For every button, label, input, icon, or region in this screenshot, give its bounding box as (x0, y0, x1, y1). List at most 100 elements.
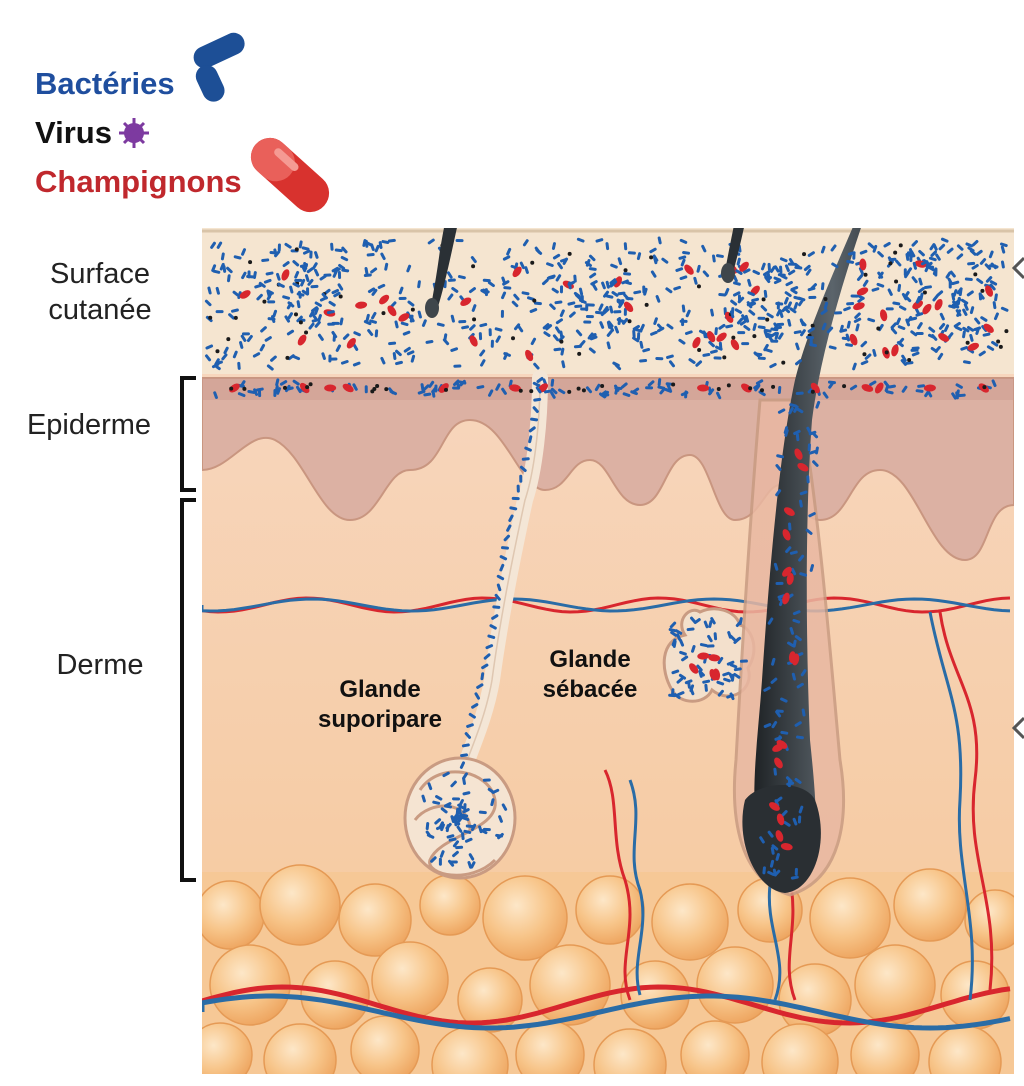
virus-particle (624, 268, 628, 272)
bacterium (795, 868, 798, 876)
bacterium (741, 342, 749, 345)
virus-particle (309, 382, 313, 386)
bacterium (614, 387, 622, 391)
bacterium (808, 296, 816, 299)
bacterium (329, 358, 337, 361)
virus-particle (208, 316, 212, 320)
epidermis-shadow (202, 378, 1014, 400)
virus-particle (980, 289, 984, 293)
virus-particle (888, 261, 892, 265)
virus-particle (1004, 329, 1008, 333)
bacteria-icon (185, 29, 263, 105)
virus-particle (519, 389, 523, 393)
virus-particle (600, 384, 604, 388)
virus-particle (372, 387, 376, 391)
dermis-pointer-arrow (1014, 718, 1024, 738)
virus-particle (262, 300, 266, 304)
bacterium (456, 239, 464, 242)
virus-particle (444, 388, 448, 392)
legend-virus-label: Virus (35, 116, 112, 150)
fat-cell (260, 865, 340, 945)
virus-particle (568, 252, 572, 256)
virus-particle (471, 264, 475, 268)
bacterium (706, 644, 714, 647)
virus-particle (411, 308, 415, 312)
epidermis-label: Epiderme (0, 407, 178, 443)
fungi-icon (243, 130, 337, 220)
sebaceous-gland-label: Glande sébacée (515, 645, 665, 705)
virus-particle (811, 324, 815, 328)
fat-cell (652, 884, 728, 960)
bacterium (450, 861, 458, 864)
virus-particle (864, 273, 868, 277)
bacterium (757, 317, 765, 320)
virus-particle (530, 261, 534, 265)
bacterium (713, 356, 721, 359)
bacterium (294, 279, 302, 282)
bacterium (834, 311, 842, 315)
bacterium (777, 301, 780, 309)
virus-particle (876, 326, 880, 330)
bacterium (399, 297, 407, 300)
bacterium (338, 271, 341, 279)
bacterium (258, 389, 261, 397)
virus-particle (760, 388, 764, 392)
virus-particle (295, 247, 299, 251)
bacterium (483, 778, 491, 782)
fat-cell (188, 1023, 252, 1081)
bacterium (934, 268, 937, 276)
virus-particle (966, 341, 970, 345)
bacterium (267, 300, 275, 303)
virus-particle (752, 334, 756, 338)
virus-particle (234, 316, 238, 320)
legend-bacteria-label: Bactéries (35, 67, 175, 101)
virus-particle (305, 385, 309, 389)
virus-particle (304, 331, 308, 335)
fat-cell (420, 875, 480, 935)
fat-cell (697, 947, 773, 1023)
bacterium (758, 357, 766, 361)
bacterium (365, 385, 368, 393)
bacterium (574, 345, 582, 349)
virus-particle (781, 361, 785, 365)
virus-particle (899, 243, 903, 247)
fat-cell (894, 869, 966, 941)
virus-particle (885, 350, 889, 354)
bacterium (613, 310, 621, 313)
virus-particle (973, 272, 977, 276)
epidermis-bracket (182, 378, 196, 490)
virus-particle (671, 382, 675, 386)
bacterium (216, 310, 224, 313)
virus-particle (771, 385, 775, 389)
virus-particle (893, 251, 897, 255)
bacterium (439, 858, 442, 866)
bacterium (452, 797, 460, 800)
bacterium (655, 357, 663, 360)
bacterium (779, 266, 783, 274)
virus-particle (649, 255, 653, 259)
virus-particle (996, 339, 1000, 343)
bacterium (517, 485, 520, 493)
virus-particle (577, 352, 581, 356)
fat-cell (516, 1021, 584, 1081)
virus-particle (999, 345, 1003, 349)
virus-particle (802, 252, 806, 256)
bacterium (491, 340, 494, 348)
sweat-gland-label-line2: suporipare (300, 705, 460, 735)
surface-label: Surface cutanée (10, 256, 190, 328)
bacterium (310, 285, 318, 289)
bacterium (278, 243, 281, 251)
bacterium (248, 270, 251, 278)
sweat-gland-label-line1: Glande (300, 675, 460, 705)
bacterium (632, 330, 636, 338)
fat-cell (810, 878, 890, 958)
bacterium (851, 294, 859, 297)
sweat-gland-label: Glande suporipare (300, 675, 460, 735)
fat-cell (851, 1021, 919, 1081)
bacterium (489, 328, 492, 336)
virus-particle (628, 319, 632, 323)
virus-particle (722, 355, 726, 359)
bacterium (560, 285, 563, 293)
bacterium (242, 332, 250, 335)
bacterium (916, 332, 924, 335)
